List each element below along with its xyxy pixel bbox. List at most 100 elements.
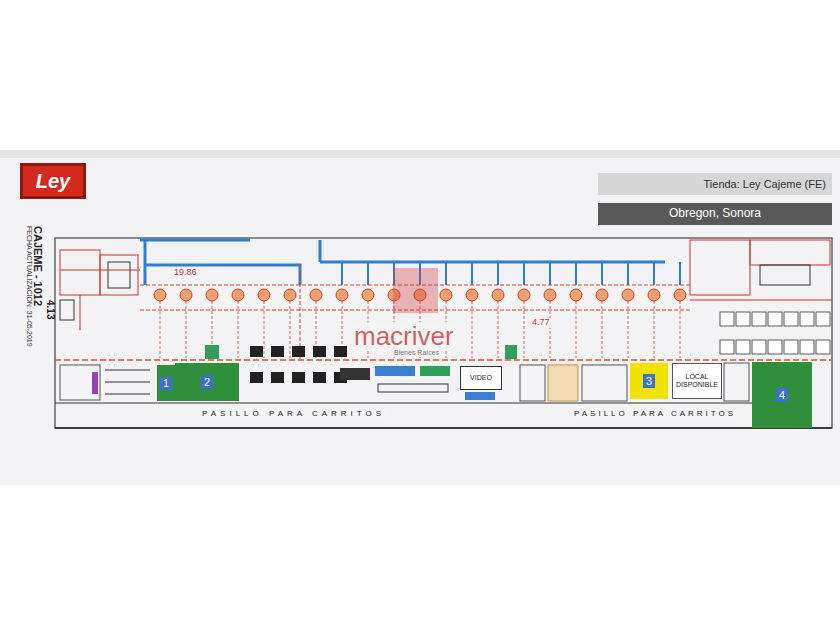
storage-racks	[720, 312, 830, 354]
equipment-unit	[258, 289, 270, 301]
duct-drop	[367, 262, 369, 285]
duct-drop	[653, 262, 655, 285]
room-box: VIDEO	[460, 366, 502, 390]
table	[334, 346, 347, 357]
corridor-line	[55, 402, 752, 403]
duct-drop	[679, 262, 681, 285]
table	[271, 372, 284, 383]
rack	[752, 312, 766, 326]
node-text: Tienda: Ley Cajeme (FE)	[704, 178, 826, 190]
equipment-unit	[232, 289, 244, 301]
pipe-drop	[290, 301, 291, 358]
callout-box: 2	[175, 363, 239, 401]
corridor-label: PASILLO PARA CARRITOS	[572, 410, 738, 419]
pipe-drop	[238, 301, 239, 358]
pipe-drop	[524, 301, 525, 358]
callout-box: 4	[752, 362, 812, 428]
duct-drop	[575, 262, 577, 285]
callout-number: 3	[643, 374, 655, 388]
duct-drop	[445, 262, 447, 285]
table	[292, 346, 305, 357]
dimension: 19.86	[172, 268, 199, 278]
location-band: Obregon, Sonora	[598, 203, 832, 225]
pipe-drop	[498, 301, 499, 358]
rack	[720, 340, 734, 354]
corridor-line	[55, 427, 832, 429]
callout-number: 2	[201, 375, 213, 389]
rack	[816, 340, 830, 354]
plan-code: CAJEME - 1012	[32, 226, 44, 306]
table	[271, 346, 284, 357]
callout-box: 1	[157, 365, 175, 401]
equipment-unit	[596, 289, 608, 301]
pipe-drop	[264, 301, 265, 358]
table	[292, 372, 305, 383]
table	[313, 372, 326, 383]
equipment-unit	[544, 289, 556, 301]
duct-drop	[601, 262, 603, 285]
duct-drops	[342, 262, 680, 285]
equipment-unit	[622, 289, 634, 301]
pipe-drop	[550, 301, 551, 358]
duct-drop	[471, 262, 473, 285]
header-band: Tienda: Ley Cajeme (FE)	[598, 173, 832, 195]
callout-number: 4	[776, 388, 788, 402]
equipment-unit	[154, 289, 166, 301]
revision-note: FECHA ACTUALIZACION: 31-05-2019	[25, 226, 33, 347]
watermark: Bienes Raíces	[392, 349, 441, 357]
pipe-lines	[140, 265, 690, 360]
table	[250, 346, 263, 357]
dashed-line	[55, 359, 832, 361]
node-text: Ley	[36, 170, 70, 192]
watermark-emblem	[393, 268, 438, 313]
equipment-unit	[180, 289, 192, 301]
mechanical-room	[60, 250, 140, 330]
rack	[720, 312, 734, 326]
corridor-label: PASILLO PARA CARRITOS	[200, 410, 387, 419]
node-text: VIDEO	[470, 374, 492, 382]
building-outline	[55, 238, 832, 428]
back-rooms	[690, 240, 832, 300]
rack	[816, 312, 830, 326]
pipe-drop	[576, 301, 577, 358]
equipment-unit	[440, 289, 452, 301]
rack	[736, 340, 750, 354]
pipe-drop	[654, 301, 655, 358]
pipe-drop	[680, 301, 681, 358]
pipe-drop	[472, 301, 473, 358]
duct-drop	[627, 262, 629, 285]
rack	[768, 340, 782, 354]
node-text: Obregon, Sonora	[669, 207, 761, 220]
callout-number: 1	[160, 377, 172, 390]
equipment-unit	[310, 289, 322, 301]
rack	[752, 340, 766, 354]
duct-drop	[549, 262, 551, 285]
rack	[784, 312, 798, 326]
fixtures	[60, 345, 749, 401]
table	[313, 346, 326, 357]
equipment-unit	[674, 289, 686, 301]
duct-drop	[497, 262, 499, 285]
equipment-unit	[570, 289, 582, 301]
equipment-unit	[206, 289, 218, 301]
equipment-unit	[648, 289, 660, 301]
dimension: 4.77	[530, 318, 552, 328]
node-text: LOCAL DISPONIBLE	[676, 373, 718, 388]
tables	[250, 346, 347, 383]
duct-drop	[341, 262, 343, 285]
equipment-unit	[492, 289, 504, 301]
rack	[800, 340, 814, 354]
pipe-drop	[160, 301, 161, 358]
callout-box: 3	[630, 363, 668, 399]
room-box: LOCAL DISPONIBLE	[672, 363, 722, 399]
duct-drop	[523, 262, 525, 285]
rack	[736, 312, 750, 326]
watermark: macriver	[352, 322, 456, 351]
logo-badge: Ley	[20, 163, 86, 199]
table	[250, 372, 263, 383]
equipment-unit	[362, 289, 374, 301]
rack	[768, 312, 782, 326]
